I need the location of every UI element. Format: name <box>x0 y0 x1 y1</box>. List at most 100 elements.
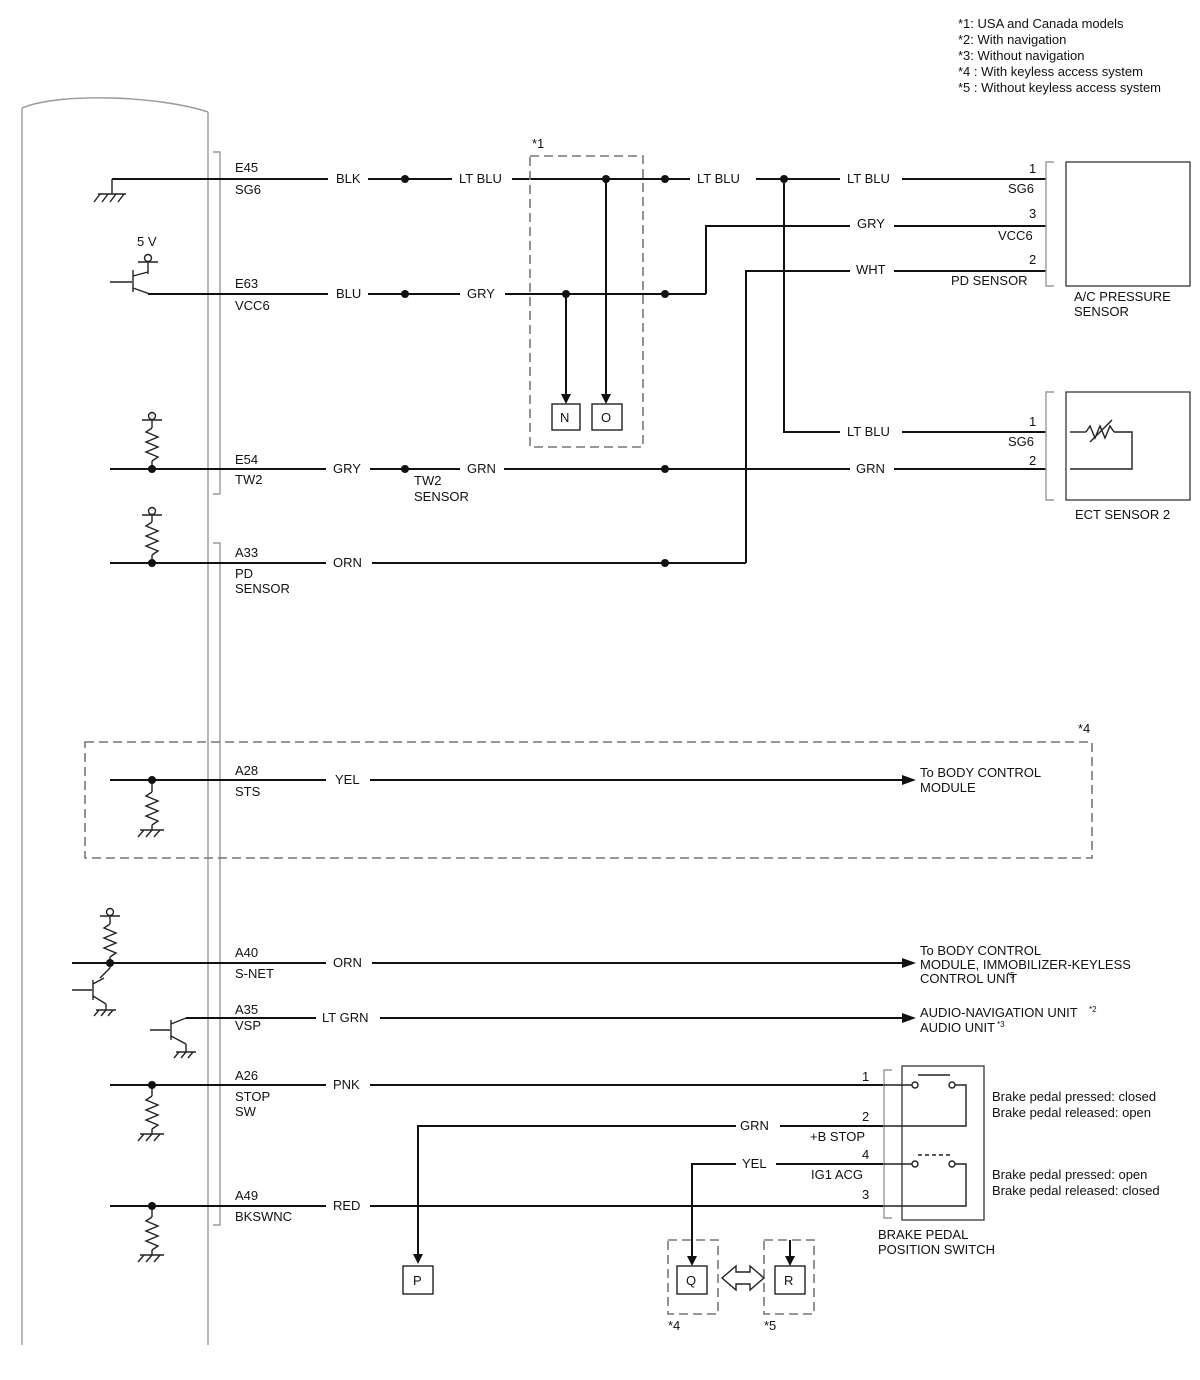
pin-a49-name: BKSWNC <box>235 1209 292 1224</box>
connector-r <box>774 1265 806 1295</box>
ect-sensor-2: 1 SG6 2 ECT SENSOR 2 <box>1008 391 1191 522</box>
wire-label: YEL <box>335 772 360 787</box>
wire-label: GRN <box>856 461 885 476</box>
svg-text:Brake pedal released: open: Brake pedal released: open <box>992 1105 1151 1120</box>
pulldown-resistor-icon <box>137 1085 164 1142</box>
wire-label: LT BLU <box>847 424 890 439</box>
pin-e54-name: TW2 <box>235 472 262 487</box>
note-1: *1: USA and Canada models <box>958 16 1124 31</box>
ecm-outline <box>21 97 221 1345</box>
svg-text:1: 1 <box>1029 161 1036 176</box>
pulldown-resistor-icon <box>137 780 164 838</box>
transistor-icon <box>150 1017 196 1059</box>
connector-n-label: N <box>560 410 569 425</box>
svg-text:PD SENSOR: PD SENSOR <box>951 273 1028 288</box>
svg-text:Brake pedal pressed: closed: Brake pedal pressed: closed <box>992 1089 1156 1104</box>
ground-symbol <box>93 179 126 203</box>
ecm-pins: E45 SG6 E63 VCC6 E54 TW2 A33 PD SENSOR A… <box>235 160 292 1224</box>
svg-text:R: R <box>784 1273 793 1288</box>
ac-pressure-sensor: 1 SG6 3 VCC6 2 PD SENSOR A/C PRESSURE SE… <box>951 161 1191 319</box>
svg-text:2: 2 <box>862 1109 869 1124</box>
note-mark: *5 <box>764 1318 776 1333</box>
pin-a33-name: PD <box>235 566 253 581</box>
pullup-resistor-icon <box>142 506 162 563</box>
note-mark: *4 <box>668 1318 680 1333</box>
note-5: *5 : Without keyless access system <box>958 80 1161 95</box>
wire-label: PNK <box>333 1077 360 1092</box>
pin-e45: E45 <box>235 160 258 175</box>
wire-label: LT BLU <box>847 171 890 186</box>
pin-a26-name: STOP <box>235 1089 270 1104</box>
svg-text:2: 2 <box>1029 453 1036 468</box>
note-2: *2: With navigation <box>958 32 1066 47</box>
connector-n <box>551 403 581 431</box>
svg-text:To BODY CONTROL: To BODY CONTROL <box>920 943 1041 958</box>
svg-text:*5: *5 <box>1007 971 1015 980</box>
dest-bcm: MODULE <box>920 780 976 795</box>
ecm-internal-circuits: 5 V <box>72 179 196 1263</box>
destinations: To BODY CONTROL MODULE, IMMOBILIZER-KEYL… <box>920 943 1131 1035</box>
svg-text:1: 1 <box>1029 414 1036 429</box>
pin-a49: A49 <box>235 1188 258 1203</box>
svg-text:MODULE, IMMOBILIZER-KEYLESS: MODULE, IMMOBILIZER-KEYLESS <box>920 957 1131 972</box>
notes-legend: *1: USA and Canada models *2: With navig… <box>958 16 1161 95</box>
pin-a40-name: S-NET <box>235 966 274 981</box>
brake-switch-name: POSITION SWITCH <box>878 1242 995 1257</box>
pin-e63-name: VCC6 <box>235 298 270 313</box>
svg-text:Brake pedal released: closed: Brake pedal released: closed <box>992 1183 1160 1198</box>
svg-text:SG6: SG6 <box>1008 181 1034 196</box>
arrowheads <box>413 394 916 1266</box>
wire-label: WHT <box>856 262 886 277</box>
svg-text:*2: *2 <box>1089 1005 1097 1014</box>
connector-o <box>591 403 623 431</box>
wire-label: BLK <box>336 171 361 186</box>
tw2-sensor-label: SENSOR <box>414 489 469 504</box>
note-mark: *1 <box>532 136 544 151</box>
pin-a26-name2: SW <box>235 1104 257 1119</box>
wire-label: RED <box>333 1198 360 1213</box>
svg-text:3: 3 <box>1029 206 1036 221</box>
transistor-icon <box>110 253 158 295</box>
wires <box>72 178 1046 1256</box>
bottom-connectors: P Q *4 R *5 <box>402 1239 815 1333</box>
wire-label: YEL <box>742 1156 767 1171</box>
pin-a35-name: VSP <box>235 1018 261 1033</box>
pulldown-resistor-icon <box>137 1206 164 1263</box>
brake-pedal-position-switch: 1 2 +B STOP 4 IG1 ACG 3 BRAKE PEDAL POSI… <box>810 1065 1160 1257</box>
connector-p <box>402 1265 434 1295</box>
wire-label: GRN <box>740 1118 769 1133</box>
wire-label: ORN <box>333 555 362 570</box>
svg-text:IG1 ACG: IG1 ACG <box>811 1167 863 1182</box>
svg-text:SG6: SG6 <box>1008 434 1034 449</box>
svg-text:*3: *3 <box>997 1020 1005 1029</box>
wire-label: LT BLU <box>459 171 502 186</box>
usa-canada-option-box: *1 N O <box>529 136 644 448</box>
svg-text:+B STOP: +B STOP <box>810 1129 865 1144</box>
pin-a33-name2: SENSOR <box>235 581 290 596</box>
connector-o-label: O <box>601 410 611 425</box>
ac-sensor-name: A/C PRESSURE <box>1074 289 1171 304</box>
tw2-sensor-label: TW2 <box>414 473 441 488</box>
wire-label: GRN <box>467 461 496 476</box>
svg-text:3: 3 <box>862 1187 869 1202</box>
wire-label: GRY <box>857 216 885 231</box>
note-mark: *4 <box>1078 721 1090 736</box>
pin-a28: A28 <box>235 763 258 778</box>
pullup-resistor-icon <box>142 411 162 469</box>
svg-text:VCC6: VCC6 <box>998 228 1033 243</box>
wire-label: LT BLU <box>697 171 740 186</box>
ac-sensor-name: SENSOR <box>1074 304 1129 319</box>
wire-label: GRY <box>333 461 361 476</box>
svg-text:2: 2 <box>1029 252 1036 267</box>
svg-text:Q: Q <box>686 1273 696 1288</box>
svg-text:1: 1 <box>862 1069 869 1084</box>
pin-a33: A33 <box>235 545 258 560</box>
splice-points <box>106 175 788 1210</box>
keyless-option-box: *4 To BODY CONTROL MODULE <box>84 721 1093 859</box>
svg-text:P: P <box>413 1273 422 1288</box>
note-4: *4 : With keyless access system <box>958 64 1143 79</box>
ect-sensor-name: ECT SENSOR 2 <box>1075 507 1170 522</box>
pin-a35: A35 <box>235 1002 258 1017</box>
wire-label: LT GRN <box>322 1010 368 1025</box>
